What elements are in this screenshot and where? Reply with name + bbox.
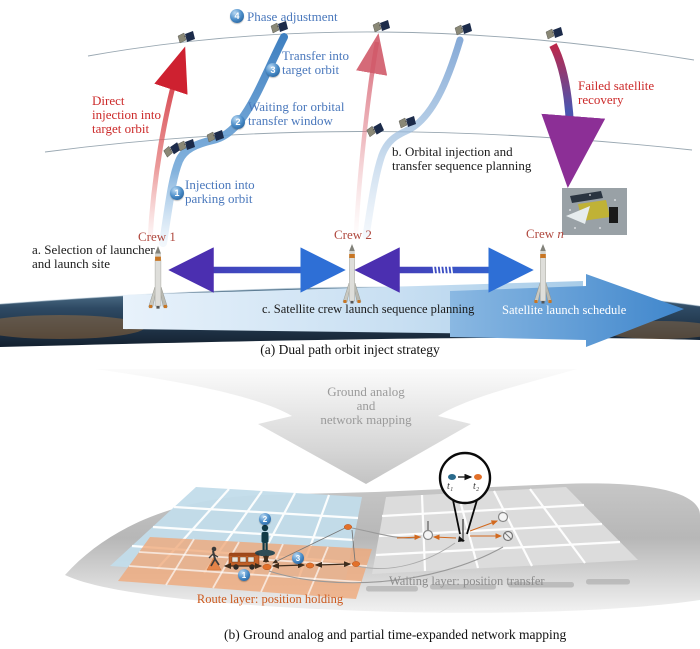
waiting-layer-label: Waiting layer: position transfer: [389, 574, 545, 588]
rocket-icon-crewn: [533, 243, 553, 304]
transition-label: Ground analog and network mapping: [320, 384, 412, 427]
step-4-label: Phase adjustment: [247, 9, 338, 24]
crew-2-prefix: Crew: [334, 227, 366, 242]
t1-label: t₁: [447, 481, 454, 492]
panel-b-graphics: [65, 451, 700, 613]
waiting-layer-plane: [366, 487, 638, 592]
crew-n-number: n: [557, 226, 564, 241]
orbital-injection-label: b. Orbital injection and transfer sequen…: [392, 144, 532, 174]
standing-person-icon: [255, 524, 275, 557]
bus-icon: [228, 552, 260, 570]
step-2-number: 2: [235, 117, 241, 127]
crew-1-prefix: Crew: [138, 229, 170, 244]
t2-label: t₂: [473, 481, 480, 492]
spacing-dashes: [432, 263, 454, 277]
direct-injection-arrow: [147, 46, 188, 241]
t1-node-dot: [448, 474, 456, 480]
step-1-number: 1: [174, 188, 180, 198]
rocket-icon-crew2: [342, 243, 362, 304]
dual-path-ribbon-crew2: [362, 36, 464, 240]
failed-recovery-label: Failed satellite recovery: [578, 78, 655, 108]
route-arrows: [223, 527, 356, 569]
route-marker-1-number: 1: [241, 570, 247, 580]
route-marker-3-number: 3: [295, 553, 301, 563]
panel-a-caption: (a) Dual path orbit inject strategy: [260, 342, 440, 357]
panel-a-graphics: [0, 19, 700, 347]
route-marker-1-badge: 1: [238, 569, 250, 581]
step-4-number: 4: [234, 11, 240, 21]
crew-n-prefix: Crew: [526, 226, 558, 241]
route-marker-2-number: 2: [262, 514, 268, 524]
t2-node-dot: [474, 474, 482, 480]
route-layer-label: Route layer: position holding: [196, 592, 344, 606]
crew-sequence-label: c. Satellite crew launch sequence planni…: [262, 302, 475, 316]
magnifier-icon: [438, 451, 492, 535]
step-3-badge: 3: [266, 63, 280, 77]
direct-injection-label: Direct injection into target orbit: [92, 93, 161, 137]
satellite-icon: [454, 22, 473, 36]
step-3-label: Transfer into target orbit: [282, 48, 350, 77]
panel-b-caption: (b) Ground analog and partial time-expan…: [224, 627, 567, 642]
waiting-nodes: [396, 511, 514, 542]
satellite-icon: [545, 26, 564, 40]
crew-n-label: Crew n: [526, 226, 564, 241]
layer-link-curve-3: [356, 542, 456, 569]
launcher-selection-label: a. Selection of launcher and launch site: [32, 242, 155, 272]
step-2-label: Waiting for orbital transfer window: [248, 99, 345, 128]
direct-injection-arrow-crew2: [353, 33, 388, 234]
crew-2-number: 2: [365, 227, 372, 242]
launch-schedule-label: Satellite launch schedule: [502, 303, 627, 317]
walking-person-icon: [206, 546, 222, 571]
satellite-photo: [562, 188, 627, 235]
step-3-number: 3: [270, 65, 276, 75]
route-marker-2-badge: 2: [259, 513, 271, 525]
route-marker-3-badge: 3: [292, 552, 304, 564]
target-orbit-arc: [87, 31, 695, 61]
mapping-funnel-arrow: [95, 369, 577, 484]
satellite-icon: [372, 19, 391, 33]
step-1-label: Injection into parking orbit: [185, 177, 255, 206]
step-2-badge: 2: [231, 115, 245, 129]
crew-1-number: 1: [169, 229, 176, 244]
crew-2-label: Crew 2: [334, 227, 372, 242]
crew-1-label: Crew 1: [138, 229, 176, 244]
step-4-badge: 4: [230, 9, 244, 23]
failed-recovery-arrow: [541, 43, 606, 188]
route-nodes: [262, 524, 361, 571]
step-1-badge: 1: [170, 186, 184, 200]
satellite-icon: [365, 121, 386, 138]
layer-link-curve-2: [268, 546, 504, 584]
